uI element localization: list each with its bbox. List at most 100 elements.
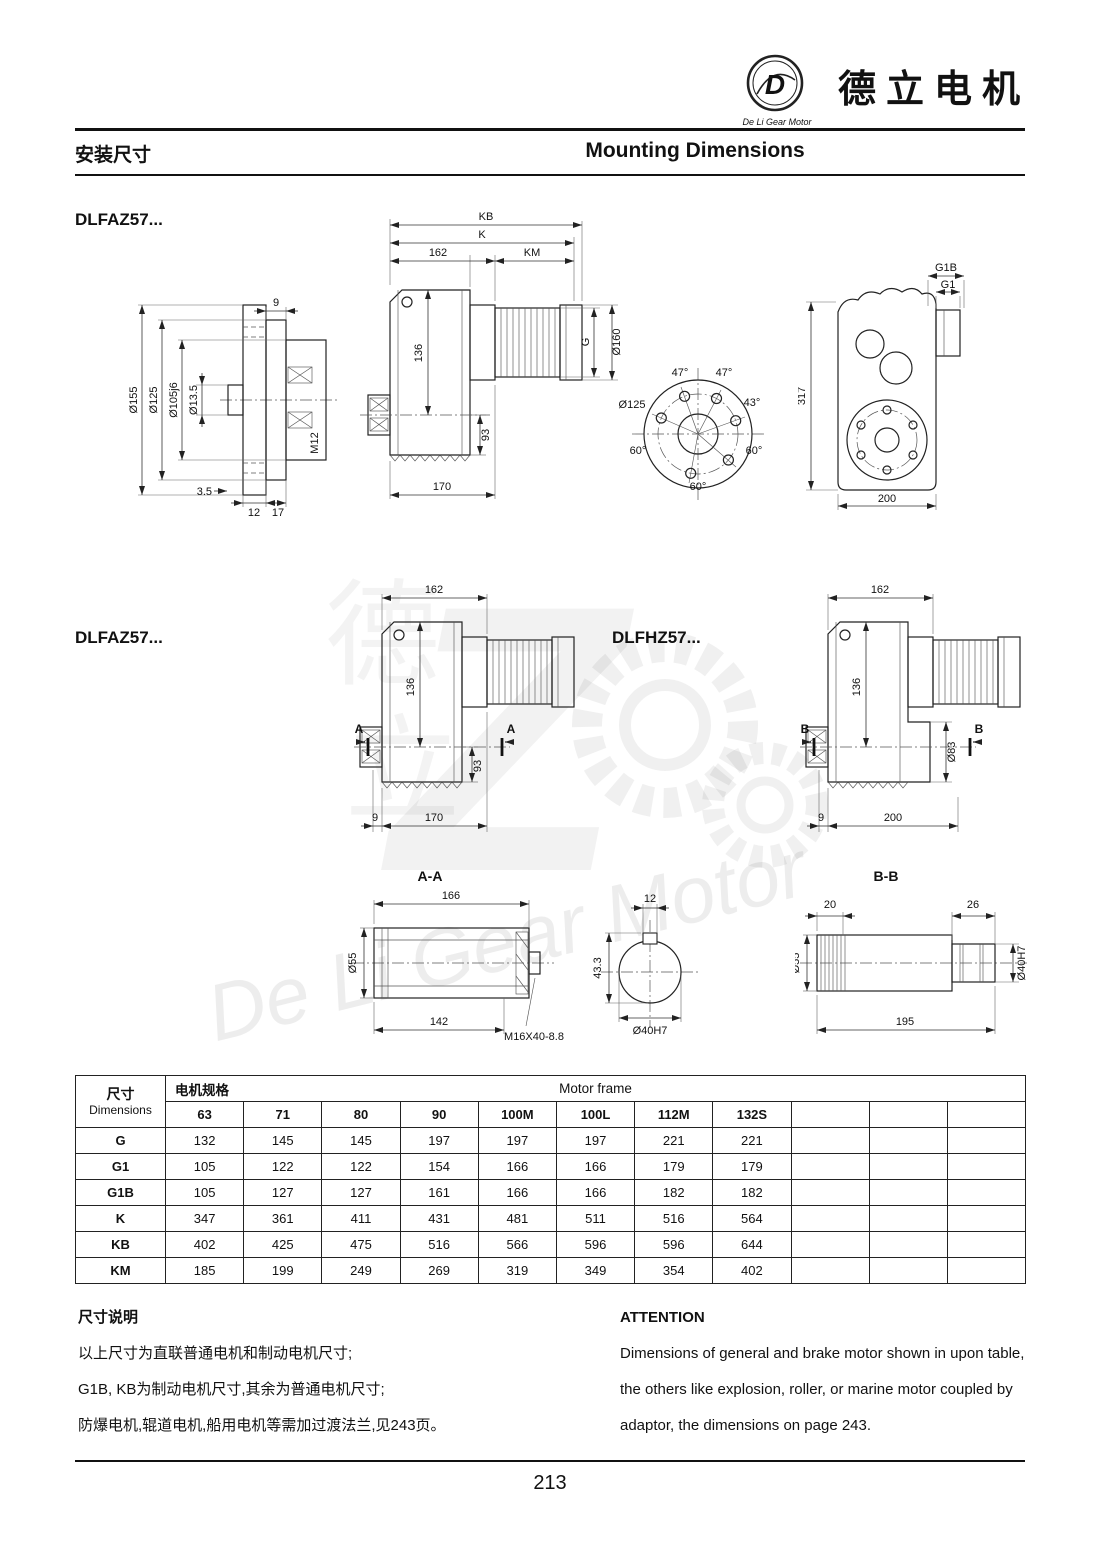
gearmotor-side-drawing-1: KB K 162 KM G Ø160 136 93 170 bbox=[360, 211, 623, 499]
flange-bolt-circle-drawing: 47° 47° 43° 60° 60° 60° Ø125 bbox=[619, 367, 764, 500]
dim-d125: Ø125 bbox=[148, 387, 160, 414]
dimension-value: 122 bbox=[321, 1153, 401, 1180]
dim-k: K bbox=[478, 229, 486, 241]
gearmotor-side-drawing-3: 162 136 Ø83 B B 9 200 bbox=[800, 584, 1021, 832]
dim-n200: 200 bbox=[878, 493, 896, 505]
dimension-value: 349 bbox=[555, 1257, 636, 1284]
dimension-value: 182 bbox=[712, 1179, 792, 1206]
dimension-value: 564 bbox=[712, 1205, 792, 1232]
angle-60b: 60° bbox=[746, 445, 763, 457]
dimension-value: 319 bbox=[477, 1257, 557, 1284]
dimension-value bbox=[946, 1257, 1027, 1284]
notes-cn-line3: 防爆电机,辊道电机,船用电机等需加过渡法兰,见243页。 bbox=[78, 1417, 446, 1434]
dim-flange-d125: Ø125 bbox=[619, 399, 646, 411]
dim-d83: Ø83 bbox=[946, 742, 958, 763]
section-aa-label: A-A bbox=[417, 868, 443, 884]
dim-n142: 142 bbox=[430, 1016, 448, 1028]
dim-n166: 166 bbox=[442, 890, 460, 902]
dim-d155: Ø155 bbox=[128, 387, 140, 414]
dim-d160: Ø160 bbox=[611, 329, 623, 356]
dimension-value bbox=[790, 1153, 870, 1180]
dimension-value: 166 bbox=[477, 1153, 557, 1180]
dim-m12: M12 bbox=[309, 432, 321, 453]
dimensions-header-en: Dimensions bbox=[89, 1102, 152, 1117]
dim-d105: Ø105j6 bbox=[168, 382, 180, 417]
motor-frame-size bbox=[946, 1101, 1027, 1128]
dimension-symbol: KB bbox=[75, 1231, 166, 1258]
notes-en: ATTENTION Dimensions of general and brak… bbox=[620, 1300, 1024, 1444]
dimension-value: 199 bbox=[243, 1257, 323, 1284]
dimension-value: 425 bbox=[243, 1231, 323, 1258]
dimension-value: 347 bbox=[164, 1205, 245, 1232]
dimensions-header-cn: 尺寸 bbox=[106, 1085, 135, 1102]
dimension-value: 566 bbox=[477, 1231, 557, 1258]
model-label-3: DLFHZ57... bbox=[612, 628, 701, 647]
notes-en-line1: Dimensions of general and brake motor sh… bbox=[620, 1345, 1025, 1362]
dim-d40h7: Ø40H7 bbox=[1016, 946, 1028, 981]
dim-n170: 170 bbox=[425, 812, 443, 824]
motor-frame-label-en: Motor frame bbox=[559, 1081, 632, 1096]
motor-frame-size: 80 bbox=[321, 1101, 401, 1128]
dim-n9: 9 bbox=[273, 297, 279, 309]
dim-d55: Ø55 bbox=[347, 953, 359, 974]
dimension-value: 475 bbox=[321, 1231, 401, 1258]
dimension-value bbox=[946, 1153, 1027, 1180]
dimension-value bbox=[790, 1231, 870, 1258]
cut-mark-a-left: A bbox=[355, 722, 364, 736]
dimension-value: 154 bbox=[399, 1153, 479, 1180]
dim-n12: 12 bbox=[644, 893, 656, 905]
dimension-value: 197 bbox=[477, 1127, 557, 1154]
dimension-value: 105 bbox=[164, 1153, 245, 1180]
gearmotor-front-drawing: G1B G1 317 200 bbox=[798, 262, 965, 510]
motor-frame-size: 71 bbox=[243, 1101, 323, 1128]
dimension-value: 516 bbox=[399, 1231, 479, 1258]
notes-cn-line1: 以上尺寸为直联普通电机和制动电机尺寸; bbox=[78, 1345, 353, 1362]
footer-rule bbox=[75, 1460, 1025, 1462]
dimension-value: 431 bbox=[399, 1205, 479, 1232]
dim-d55: Ø55 bbox=[795, 953, 802, 974]
motor-frame-size: 90 bbox=[399, 1101, 479, 1128]
dimension-value bbox=[790, 1257, 870, 1284]
dimension-value bbox=[868, 1205, 948, 1232]
section-bb-label: B-B bbox=[873, 868, 899, 884]
dimension-value bbox=[790, 1179, 870, 1206]
dimension-value: 402 bbox=[712, 1257, 792, 1284]
dimension-value bbox=[790, 1127, 870, 1154]
notes-en-line3: adaptor, the dimensions on page 243. bbox=[620, 1417, 872, 1434]
dimension-value bbox=[868, 1179, 948, 1206]
bore-section-drawing: 12 43.3 Ø40H7 bbox=[592, 893, 699, 1037]
dimension-value: 411 bbox=[321, 1205, 401, 1232]
dimension-value bbox=[946, 1205, 1027, 1232]
dim-n170: 170 bbox=[433, 481, 451, 493]
gearmotor-side-drawing-2: 162 136 93 A A 9 170 bbox=[354, 584, 575, 832]
dimension-value: 249 bbox=[321, 1257, 401, 1284]
dimension-value: 161 bbox=[399, 1179, 479, 1206]
page-title-cn: 安装尺寸 bbox=[75, 145, 152, 166]
dim-d13-5: Ø13.5 bbox=[188, 385, 200, 415]
dim-kb: KB bbox=[479, 211, 494, 223]
angle-47a: 47° bbox=[672, 367, 689, 379]
dimension-value bbox=[868, 1127, 948, 1154]
dimension-value: 145 bbox=[243, 1127, 323, 1154]
output-hub-section-drawing: Ø155 Ø125 Ø105j6 Ø13.5 9 M12 3.5 bbox=[128, 297, 340, 519]
dimension-value: 481 bbox=[477, 1205, 557, 1232]
motor-frame-size: 100M bbox=[477, 1101, 557, 1128]
dimension-value: 221 bbox=[712, 1127, 792, 1154]
motor-frame-size: 132S bbox=[712, 1101, 792, 1128]
dim-n162: 162 bbox=[429, 247, 447, 259]
dim-n9: 9 bbox=[372, 812, 378, 824]
dim-n162: 162 bbox=[871, 584, 889, 596]
angle-60a: 60° bbox=[630, 445, 647, 457]
dimension-symbol: G1 bbox=[75, 1153, 166, 1180]
notes-en-line2: the others like explosion, roller, or ma… bbox=[620, 1381, 1013, 1398]
page-title-en: Mounting Dimensions bbox=[585, 139, 805, 162]
dimension-value: 197 bbox=[555, 1127, 636, 1154]
cut-mark-b-right: B bbox=[975, 722, 984, 736]
dim-n195: 195 bbox=[896, 1016, 914, 1028]
